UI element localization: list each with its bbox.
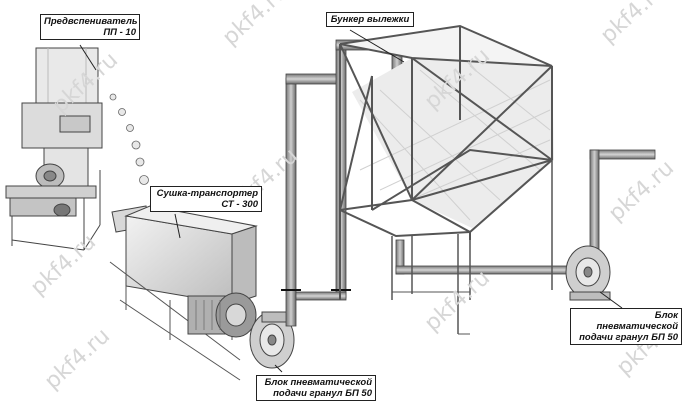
label-pneumatic-right-line2: подачи гранул БП 50 [579,332,678,343]
label-bunker: Бункер вылежки [326,12,414,27]
dryer-conveyor [109,205,258,381]
label-pneumatic-left-line2: подачи гранул БП 50 [273,388,372,399]
label-bunker-line1: Бункер вылежки [330,14,410,25]
label-pneumatic-left-line1: Блок пневматической [264,377,372,388]
pre-expander [5,47,103,251]
bunker [339,24,554,335]
label-pre-expander-line2: ПП - 10 [103,27,136,38]
label-pneumatic-right: Блок пневматической подачи гранул БП 50 [570,308,682,345]
blower-left [249,311,295,369]
label-dryer-line1: Сушка-транспортер [156,188,258,199]
label-dryer-line2: СТ - 300 [221,199,258,210]
label-pneumatic-left: Блок пневматической подачи гранул БП 50 [256,375,376,401]
label-pneumatic-right-line1: Блок пневматической [596,310,678,332]
leader-lines [79,29,623,373]
label-dryer: Сушка-транспортер СТ - 300 [150,186,262,212]
label-pre-expander-line1: Предвспениватель [44,16,138,27]
blower-right [565,245,611,301]
granules [109,93,149,185]
label-pre-expander: Предвспениватель ПП - 10 [40,14,140,40]
